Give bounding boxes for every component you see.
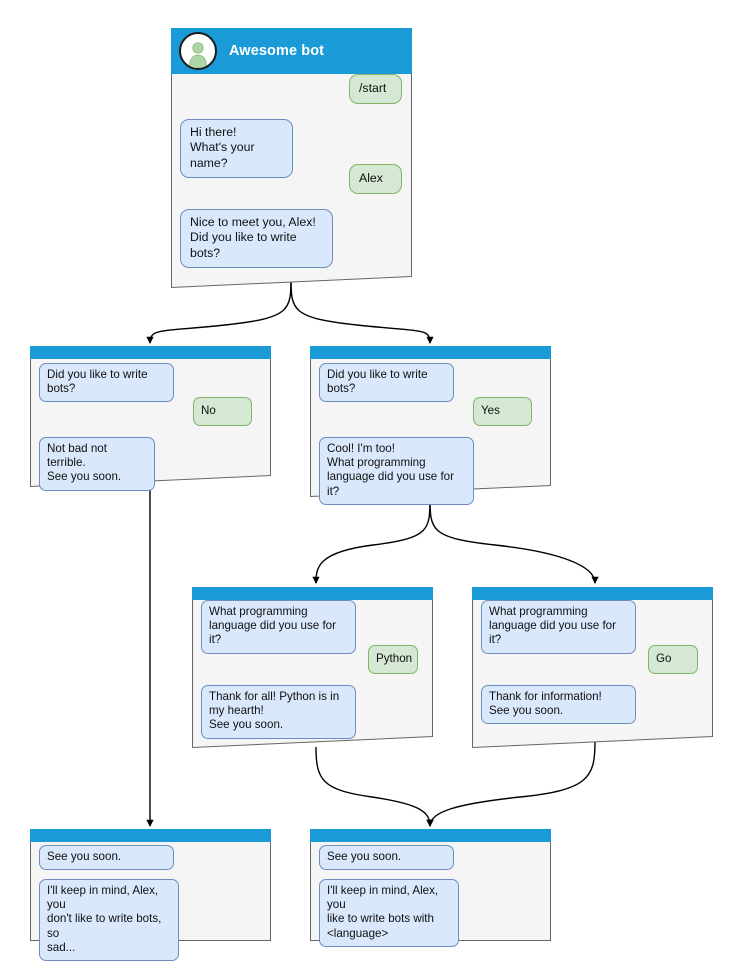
message-bubble-bot[interactable]: Not bad not terrible. See you soon. xyxy=(39,437,155,491)
message-bubble-bot[interactable]: I'll keep in mind, Alex, you like to wri… xyxy=(319,879,459,947)
edge-python-to-end-happy xyxy=(315,746,434,828)
person-avatar-icon xyxy=(179,32,217,70)
node-end-happy-chat: See you soon. I'll keep in mind, Alex, y… xyxy=(310,842,551,947)
message-bubble-bot[interactable]: Thank for all! Python is in my hearth! S… xyxy=(201,685,356,739)
node-python-branch-header xyxy=(192,587,433,600)
edge-go-to-end-happy xyxy=(426,741,596,828)
message-bubble-user[interactable]: Yes xyxy=(473,397,532,426)
node-no-branch-header xyxy=(30,346,271,359)
message-bubble-bot[interactable]: See you soon. xyxy=(319,845,454,871)
node-end-sad[interactable]: See you soon. I'll keep in mind, Alex, y… xyxy=(30,829,271,962)
node-no-branch[interactable]: Did you like to write bots? No Not bad n… xyxy=(30,346,271,491)
message-bubble-bot[interactable]: See you soon. xyxy=(39,845,174,871)
node-end-happy-header xyxy=(310,829,551,842)
node-go-branch[interactable]: What programming language did you use fo… xyxy=(472,587,713,749)
bot-title: Awesome bot xyxy=(229,43,325,59)
node-root-chat: /start Hi there! What's your name? Alex … xyxy=(171,74,412,288)
node-yes-branch-header xyxy=(310,346,551,359)
edge-yes-to-python xyxy=(312,496,431,585)
node-python-branch-chat: What programming language did you use fo… xyxy=(192,600,433,748)
node-end-sad-chat: See you soon. I'll keep in mind, Alex, y… xyxy=(30,842,271,962)
node-end-happy[interactable]: See you soon. I'll keep in mind, Alex, y… xyxy=(310,829,551,947)
node-no-branch-chat: Did you like to write bots? No Not bad n… xyxy=(30,359,271,491)
node-python-branch[interactable]: What programming language did you use fo… xyxy=(192,587,433,749)
node-root[interactable]: Awesome bot /start Hi there! What's your… xyxy=(171,28,412,289)
message-bubble-user[interactable]: Go xyxy=(648,645,698,674)
node-end-sad-header xyxy=(30,829,271,842)
message-bubble-bot[interactable]: Cool! I'm too! What programming language… xyxy=(319,437,474,505)
message-bubble-user[interactable]: No xyxy=(193,397,252,426)
message-bubble-user[interactable]: Alex xyxy=(349,164,402,194)
message-bubble-bot[interactable]: Hi there! What's your name? xyxy=(180,119,293,179)
message-bubble-bot[interactable]: What programming language did you use fo… xyxy=(201,600,356,654)
node-go-branch-chat: What programming language did you use fo… xyxy=(472,600,713,748)
message-bubble-bot[interactable]: Did you like to write bots? xyxy=(319,363,454,403)
message-bubble-bot[interactable]: Thank for information! See you soon. xyxy=(481,685,636,725)
message-bubble-bot[interactable]: Nice to meet you, Alex! Did you like to … xyxy=(180,209,333,269)
node-yes-branch-chat: Did you like to write bots? Yes Cool! I'… xyxy=(310,359,551,505)
message-bubble-user[interactable]: /start xyxy=(349,74,402,104)
message-bubble-bot[interactable]: I'll keep in mind, Alex, you don't like … xyxy=(39,879,179,962)
node-root-header: Awesome bot xyxy=(171,28,412,74)
message-bubble-user[interactable]: Python xyxy=(368,645,418,674)
message-bubble-bot[interactable]: Did you like to write bots? xyxy=(39,363,174,403)
node-go-branch-header xyxy=(472,587,713,600)
message-bubble-bot[interactable]: What programming language did you use fo… xyxy=(481,600,636,654)
edge-yes-to-go xyxy=(429,496,599,585)
node-yes-branch[interactable]: Did you like to write bots? Yes Cool! I'… xyxy=(310,346,551,505)
